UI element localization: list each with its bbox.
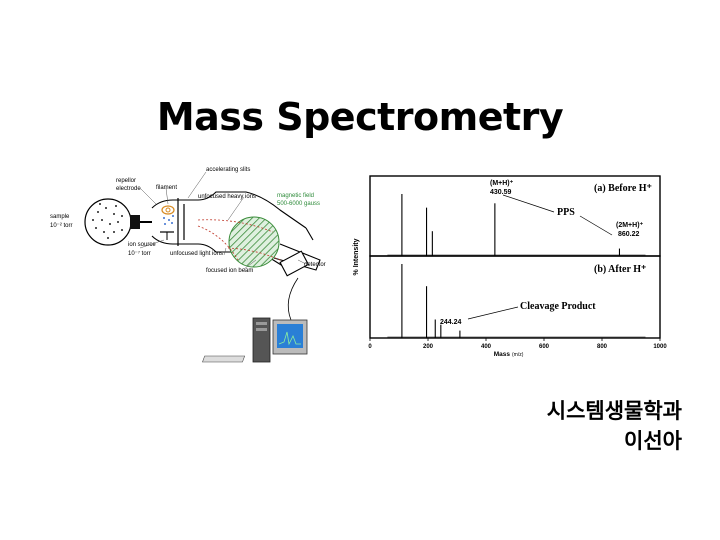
author-department: 시스템생물학과 [546,399,682,423]
inlet-valve [130,215,140,229]
x-tick-label: 800 [597,344,608,350]
label-filament: filament [156,185,177,191]
label-magnetic-field: magnetic field [277,193,314,199]
computer-icon [202,317,308,363]
spectrum-xlabel-unit: (m/z) [512,352,524,358]
filament-coil [161,205,175,215]
panel-b-frame [369,255,661,339]
label-unfocused-heavy-ions: unfocused heavy ions [198,194,256,200]
mass-spectrometer-diagram: accelerating slits repellor electrode fi… [50,167,326,363]
cleavage-value: 244.24 [440,319,462,326]
m2h-value: 860.22 [618,231,640,238]
panel-a-label: (a) Before H⁺ [594,183,652,194]
detector-box [279,250,310,277]
label-detector: detector [304,262,326,268]
label-sample: sample [50,214,70,220]
x-tick-label: 400 [481,344,492,350]
mh-label: (M+H)⁺ [490,180,514,187]
spectrum-ylabel: % Intensity [353,238,360,275]
author-block: 시스템생물학과 이선아 [547,396,682,456]
m2h-label: (2M+H)⁺ [616,222,644,229]
spectrum-xlabel: Mass [494,351,511,358]
author-name: 이선아 [624,429,682,453]
x-tick-label: 200 [423,344,434,350]
label-unfocused-light-ions: unfocused light ions [170,251,223,257]
mass-spectrum-chart: 0 200 400 600 800 1000 % Intensity Mass (m/z)… [353,175,667,358]
pps-label: PPS [557,207,575,218]
label-accelerating-slits: accelerating slits [206,167,250,173]
label-ion-source: ion source [128,242,156,248]
label-ion-source-pressure: 10⁻⁷ torr [128,250,151,257]
label-sample-pressure: 10⁻² torr [50,223,73,229]
slide-title: Mass Spectrometry [156,95,564,139]
label-repellor: repellor [116,178,136,184]
panel-b-label: (b) After H⁺ [594,264,646,275]
label-electrode: electrode [116,186,141,192]
mh-value: 430.59 [490,189,512,196]
x-tick-label: 1000 [653,344,667,350]
x-tick-label: 0 [368,344,372,350]
cleavage-label: Cleavage Product [520,301,596,312]
magnetic-field-region [228,216,280,268]
x-tick-label: 600 [539,344,550,350]
label-magnetic-field-gauss: 500-6000 gauss [277,201,320,207]
sample-sphere [84,198,132,246]
label-focused-ion-beam: focused ion beam [206,268,253,274]
